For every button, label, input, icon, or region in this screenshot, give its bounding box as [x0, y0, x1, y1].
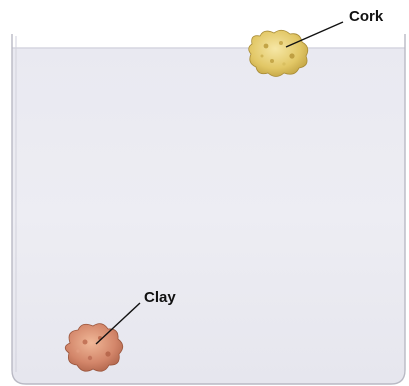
clay-piece — [65, 324, 123, 372]
clay-label: Clay — [144, 290, 176, 305]
cork-label: Cork — [349, 9, 383, 24]
